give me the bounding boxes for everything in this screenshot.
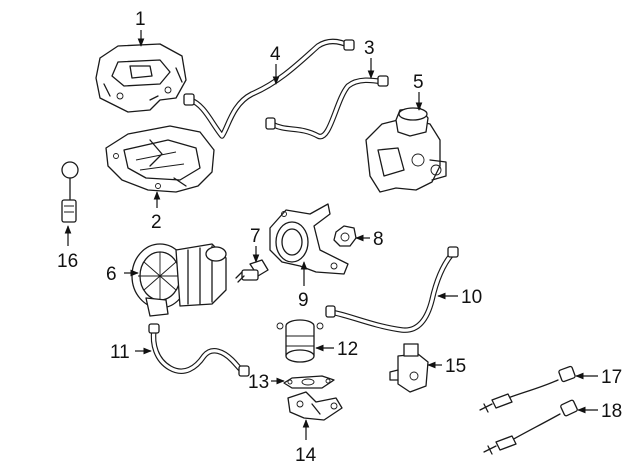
callout-1: 1	[135, 9, 146, 30]
part-14-flange	[287, 391, 343, 421]
part-10-hose	[325, 246, 459, 333]
callout-5: 5	[413, 72, 424, 93]
part-8-nut	[333, 225, 357, 247]
part-3-hose	[265, 75, 389, 140]
part-15-valve	[389, 343, 429, 393]
leader-lines	[64, 30, 598, 440]
callout-labels: 1 2 3 4 5 6 7 8 9 10 11 12 13 14 15 16 1…	[57, 9, 622, 466]
callout-8: 8	[373, 229, 384, 250]
part-4-hose	[183, 38, 355, 139]
callout-17: 17	[601, 367, 622, 388]
callout-15: 15	[445, 356, 466, 377]
callout-13: 13	[248, 372, 269, 393]
part-1-pump-cover	[95, 43, 187, 113]
callout-2: 2	[151, 212, 162, 233]
part-6-air-pump	[131, 243, 227, 317]
callout-12: 12	[337, 339, 358, 360]
callout-18: 18	[601, 401, 622, 422]
callout-9: 9	[298, 290, 309, 311]
callout-6: 6	[106, 264, 117, 285]
part-18-oxygen-sensor	[483, 399, 578, 455]
part-16-connector	[61, 161, 79, 223]
part-9-bracket	[269, 203, 349, 275]
callout-4: 4	[270, 44, 281, 65]
part-11-hose	[148, 323, 250, 377]
callout-16: 16	[57, 251, 78, 272]
part-7-sensor	[235, 259, 269, 283]
callout-10: 10	[461, 287, 482, 308]
part-13-gasket	[283, 375, 335, 389]
callout-14: 14	[295, 445, 317, 466]
callout-11: 11	[110, 342, 130, 363]
callout-3: 3	[364, 38, 375, 59]
part-5-valve-bracket	[365, 107, 447, 193]
callout-7: 7	[250, 226, 261, 247]
part-12-valve	[276, 319, 324, 363]
part-2-shield-plate	[105, 125, 215, 193]
part-17-oxygen-sensor	[479, 365, 576, 413]
